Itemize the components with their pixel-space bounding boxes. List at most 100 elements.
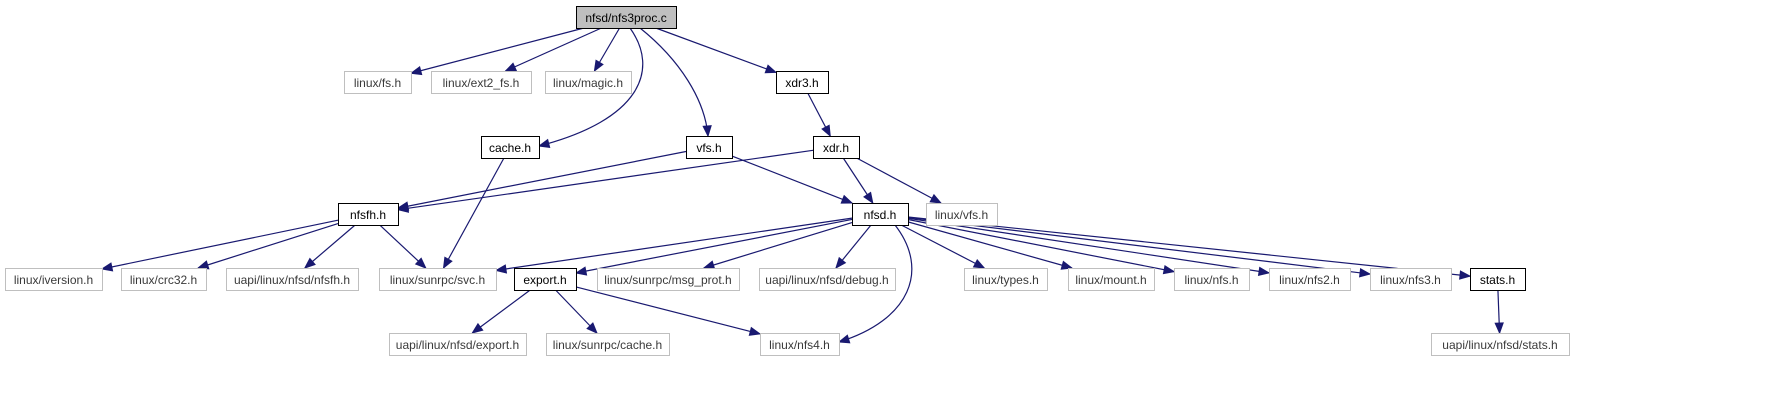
edge-line	[304, 224, 356, 269]
edge-line	[655, 27, 777, 73]
edge-arrowhead	[396, 203, 410, 213]
node-label: linux/ext2_fs.h	[443, 76, 520, 90]
edge-line	[703, 222, 853, 269]
edge-arrowhead	[972, 258, 986, 269]
edge-line	[731, 155, 853, 204]
node-nfsd[interactable]: nfsd.h	[852, 203, 909, 226]
node-xdr[interactable]: xdr.h	[813, 136, 860, 159]
node-box	[1174, 268, 1250, 291]
edge-arrowhead	[748, 326, 762, 336]
node-sunrpc-cache: linux/sunrpc/cache.h	[546, 333, 670, 356]
edge-cache-to-sunrpc_svc	[442, 157, 505, 270]
edge-arrowhead	[537, 138, 551, 148]
edge-arrowhead	[409, 65, 423, 76]
edge-arrowhead	[929, 193, 943, 204]
node-box	[344, 71, 412, 94]
node-box	[379, 268, 497, 291]
node-box	[1431, 333, 1570, 356]
node-label: linux/nfs4.h	[769, 338, 830, 352]
edge-arrowhead	[1359, 268, 1372, 278]
edge-arrowhead	[1257, 266, 1271, 276]
edge-arrowhead	[504, 62, 518, 72]
node-box	[926, 203, 998, 226]
node-linux-nfs2: linux/nfs2.h	[1269, 268, 1351, 291]
edge-arrowhead	[586, 322, 598, 334]
node-box	[121, 268, 207, 291]
node-cache[interactable]: cache.h	[481, 136, 540, 159]
node-label: linux/nfs3.h	[1380, 273, 1441, 287]
node-label: linux/fs.h	[354, 76, 401, 90]
edge-nfsd-to-sunrpc_svc	[494, 217, 853, 274]
edge-nfsfh-to-linux_iversion	[100, 219, 339, 272]
node-uapi-export: uapi/linux/nfsd/export.h	[389, 333, 527, 356]
node-label: stats.h	[1480, 273, 1515, 287]
node-xdr3[interactable]: xdr3.h	[776, 71, 829, 94]
edge-line	[907, 221, 1073, 269]
edge-export-to-linux_nfs4	[575, 286, 762, 336]
edge-root-to-linux_fs	[409, 27, 585, 76]
edge-line	[410, 27, 585, 74]
node-linux-nfs4: linux/nfs4.h	[760, 333, 840, 356]
node-label: linux/magic.h	[553, 76, 623, 90]
edge-arrowhead	[702, 260, 716, 270]
node-label: linux/sunrpc/cache.h	[553, 338, 662, 352]
node-export[interactable]: export.h	[514, 268, 577, 291]
node-label: uapi/linux/nfsd/stats.h	[1442, 338, 1557, 352]
node-box	[338, 203, 399, 226]
node-label: cache.h	[489, 141, 531, 155]
edge-nfsd-to-linux_nfs4	[837, 224, 913, 344]
node-vfs[interactable]: vfs.h	[686, 136, 733, 159]
edge-line	[639, 27, 709, 137]
node-label: vfs.h	[696, 141, 721, 155]
edge-line	[838, 224, 913, 343]
edge-line	[907, 216, 1371, 275]
node-box	[1269, 268, 1351, 291]
edge-line	[495, 217, 853, 272]
edge-nfsd-to-linux_nfs3	[907, 216, 1372, 278]
edge-root-to-cache	[537, 27, 644, 148]
node-sunrpc-msgprot: linux/sunrpc/msg_prot.h	[597, 268, 740, 291]
edge-arrowhead	[702, 125, 712, 138]
node-stats[interactable]: stats.h	[1470, 268, 1526, 291]
node-label: uapi/linux/nfsd/debug.h	[765, 273, 888, 287]
edge-xdr3-to-xdr	[807, 92, 831, 138]
edge-xdr-to-nfsd	[842, 157, 874, 205]
edge-arrowhead	[574, 266, 588, 276]
node-label: linux/nfs.h	[1184, 273, 1238, 287]
edge-line	[907, 218, 1175, 273]
node-box	[546, 333, 670, 356]
node-linux-ext2: linux/ext2_fs.h	[431, 71, 532, 94]
node-label: xdr.h	[823, 141, 849, 155]
node-box	[1470, 268, 1526, 291]
node-box	[760, 333, 840, 356]
node-box	[597, 268, 740, 291]
node-box	[514, 268, 577, 291]
node-label: linux/iversion.h	[14, 273, 93, 287]
edge-line	[101, 219, 339, 270]
edge-xdr-to-nfsfh	[396, 149, 814, 213]
node-box	[813, 136, 860, 159]
edge-vfs-to-nfsd	[731, 155, 854, 204]
edge-nfsd-to-linux_nfs2	[907, 217, 1271, 276]
edge-arrowhead	[196, 260, 210, 270]
edge-arrowhead	[442, 256, 453, 270]
edge-line	[443, 157, 505, 269]
node-uapi-stats: uapi/linux/nfsd/stats.h	[1431, 333, 1570, 356]
edge-line	[505, 27, 602, 72]
edge-line	[900, 224, 985, 269]
node-box	[5, 268, 103, 291]
edge-arrowhead	[494, 264, 508, 274]
edge-arrowhead	[835, 256, 847, 270]
node-root[interactable]: nfsd/nfs3proc.c	[576, 6, 677, 29]
node-box	[852, 203, 909, 226]
node-nfsfh[interactable]: nfsfh.h	[338, 203, 399, 226]
edge-export-to-sunrpc_cache	[555, 289, 598, 334]
node-label: linux/sunrpc/msg_prot.h	[604, 273, 731, 287]
node-uapi-nfsfh: uapi/linux/nfsd/nfsfh.h	[226, 268, 359, 291]
edge-arrowhead	[100, 262, 114, 272]
node-box	[389, 333, 527, 356]
node-box	[226, 268, 359, 291]
edge-arrowhead	[593, 59, 604, 73]
edge-line	[575, 286, 761, 335]
